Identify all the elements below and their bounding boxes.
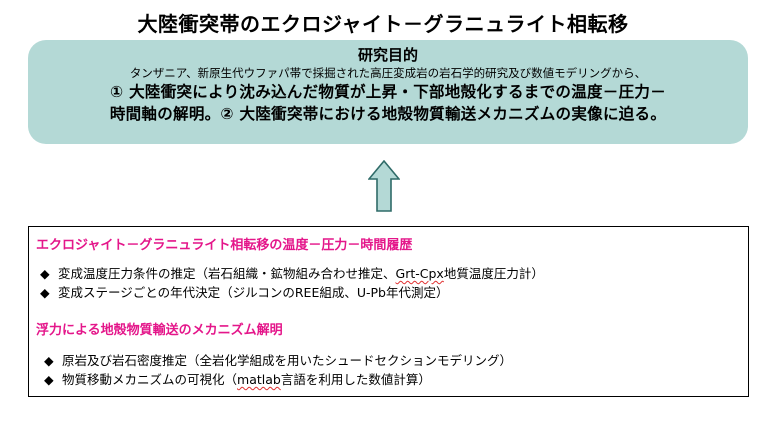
bullet-text-marked: Grt-Cpx — [395, 266, 444, 281]
diamond-bullet-icon: ◆ — [44, 353, 54, 368]
bullet-text-marked: matlab — [237, 372, 281, 387]
purpose-line-2: 時間軸の解明。② 大陸衝突帯における地殻物質輸送メカニズムの実像に迫る。 — [109, 105, 667, 123]
purpose-line-1: ① 大陸衝突により沈み込んだ物質が上昇・下部地殻化するまでの温度－圧力－ — [109, 83, 666, 101]
bullet-text: 言語を利用した数値計算） — [280, 372, 431, 387]
bullet-text: 地質温度圧力計） — [443, 266, 544, 281]
up-arrow-shape — [368, 160, 400, 212]
diamond-bullet-icon: ◆ — [40, 285, 50, 300]
section-heading-buoyancy: 浮力による地殻物質輸送のメカニズム解明 — [36, 323, 283, 338]
bullet-text: 物質移動メカニズムの可視化（ — [62, 372, 238, 387]
bullet-text: 変成温度圧力条件の推定（岩石組織・鉱物組み合わせ推定、 — [58, 266, 396, 281]
diamond-bullet-icon: ◆ — [44, 372, 54, 387]
bullet-text: 変成ステージごとの年代決定（ジルコンのREE組成、U-Pb年代測定） — [58, 285, 449, 300]
purpose-heading: 研究目的 — [357, 46, 418, 64]
up-arrow-icon — [368, 160, 400, 212]
bullet-item: ◆ 変成ステージごとの年代決定（ジルコンのREE組成、U-Pb年代測定） — [40, 282, 449, 301]
bullet-item: ◆ 変成温度圧力条件の推定（岩石組織・鉱物組み合わせ推定、Grt-Cpx地質温度圧… — [40, 263, 544, 282]
purpose-intro: タンザニア、新原生代ウファパ帯で採掘された高圧変成岩の岩石学的研究及び数値モデリ… — [129, 66, 647, 80]
research-purpose-box: 研究目的 タンザニア、新原生代ウファパ帯で採掘された高圧変成岩の岩石学的研究及び… — [28, 40, 748, 144]
page-title: 大陸衝突帯のエクロジャイト－グラニュライト相転移 — [137, 12, 629, 36]
diamond-bullet-icon: ◆ — [40, 266, 50, 281]
bullet-item: ◆ 物質移動メカニズムの可視化（matlab言語を利用した数値計算） — [44, 369, 431, 388]
section-heading-phase-transition: エクロジャイト－グラニュライト相転移の温度－圧力－時間履歴 — [36, 238, 413, 253]
bullet-item: ◆ 原岩及び岩石密度推定（全岩化学組成を用いたシュードセクションモデリング） — [44, 350, 512, 369]
research-detail-box: エクロジャイト－グラニュライト相転移の温度－圧力－時間履歴 ◆ 変成温度圧力条件の… — [28, 226, 749, 397]
bullet-text: 原岩及び岩石密度推定（全岩化学組成を用いたシュードセクションモデリング） — [62, 353, 513, 368]
